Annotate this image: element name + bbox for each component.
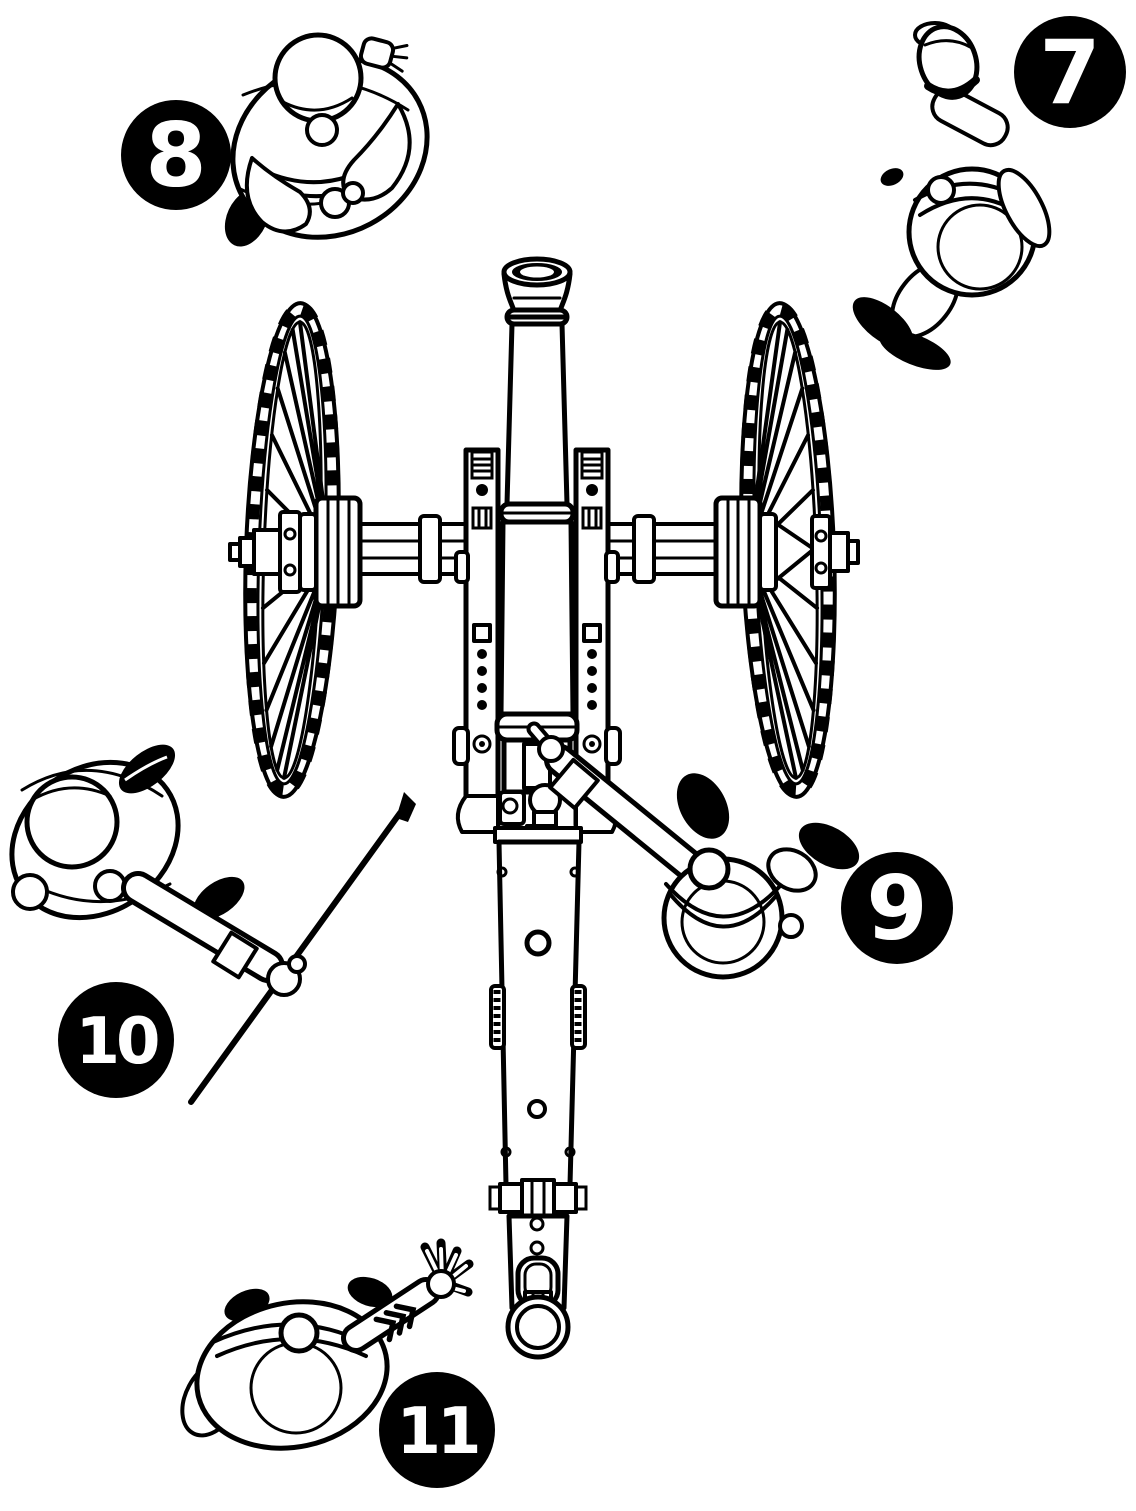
- position-badge-9: 9: [841, 852, 953, 964]
- trail-handle-left: [489, 984, 506, 1050]
- axle-collar-left: [418, 514, 442, 584]
- leg: [766, 847, 818, 893]
- badge-number: 7: [1039, 21, 1100, 124]
- head: [278, 1312, 320, 1354]
- carriage-cheek-left: [452, 447, 501, 834]
- crew-figure-7-soldier-icon: [852, 21, 1052, 370]
- shoe-icon: [347, 1276, 393, 1308]
- trail-handle-right: [570, 984, 587, 1050]
- staff-finial: [396, 792, 416, 822]
- barrel-icon: [494, 256, 580, 844]
- hand: [926, 175, 956, 205]
- trail-icon: [488, 826, 588, 1360]
- position-badge-10: 10: [58, 982, 174, 1098]
- wheel-spokes: [746, 320, 820, 780]
- left-axle-end: [228, 510, 302, 594]
- cartridge-pouch: [880, 168, 904, 186]
- crew-figure-8-soldier-icon: [224, 32, 430, 247]
- hand: [778, 913, 804, 939]
- badge-number: 8: [145, 104, 206, 207]
- trail-hole-lower: [527, 1099, 547, 1119]
- head: [272, 32, 364, 124]
- barrel-reinforce: [498, 519, 576, 717]
- right-arm: [996, 167, 1052, 249]
- badge-circle: [379, 1372, 495, 1488]
- crew-figure-9-soldier-icon: [526, 721, 860, 980]
- axle-shaft-left: [353, 522, 469, 576]
- crew-figure-10-soldier-icon: [9, 744, 416, 1105]
- trail-hole-upper: [524, 929, 552, 957]
- position-badge-7: 7: [1014, 16, 1126, 128]
- right-axle-end: [810, 514, 860, 590]
- palm: [426, 1269, 456, 1299]
- open-hand-spread-fingers: [420, 1238, 474, 1299]
- hand: [537, 735, 565, 763]
- epaulette: [11, 873, 49, 911]
- hand: [305, 113, 339, 147]
- hand: [341, 181, 365, 205]
- torso: [194, 1299, 390, 1451]
- badge-circle: [841, 852, 953, 964]
- badge-number: 11: [396, 1395, 478, 1469]
- shako-visor: [924, 76, 980, 97]
- epaulette: [358, 36, 409, 73]
- axle-collar-right: [632, 514, 656, 584]
- crossbelts: [664, 882, 782, 929]
- trail-end-assembly: [488, 1178, 588, 1360]
- thumb: [287, 954, 307, 974]
- shoe-icon: [879, 330, 951, 370]
- badge-number: 10: [75, 1005, 158, 1079]
- shoulder: [93, 869, 127, 903]
- axle-icon: [228, 495, 860, 609]
- badge-circle: [58, 982, 174, 1098]
- right-hub-flange: [758, 512, 778, 592]
- head: [24, 774, 120, 870]
- badge-circle: [1014, 16, 1126, 128]
- position-badge-8: 8: [121, 100, 231, 210]
- badge-circle: [121, 100, 231, 210]
- left-arm: [244, 156, 312, 234]
- trail-beam: [496, 839, 582, 1188]
- chevrons-icon: [373, 1303, 417, 1343]
- cuff: [211, 930, 259, 980]
- shoe-icon: [676, 773, 730, 839]
- shoe-icon: [798, 822, 860, 870]
- shoe-icon: [193, 876, 245, 920]
- cannon-top-view-icon: [228, 256, 860, 1360]
- left-hub-flange: [298, 512, 318, 592]
- axle-shaft-right: [606, 522, 722, 576]
- shoulders: [930, 86, 1010, 148]
- coat-back: [936, 203, 1024, 291]
- position-badge-11: 11: [379, 1372, 495, 1488]
- head: [687, 847, 731, 891]
- shako-visor: [118, 744, 176, 794]
- badge-number: 9: [866, 857, 927, 960]
- cuff: [548, 757, 600, 811]
- crew-figure-11-soldier-icon: [180, 1238, 474, 1451]
- barrel-chase: [504, 321, 570, 507]
